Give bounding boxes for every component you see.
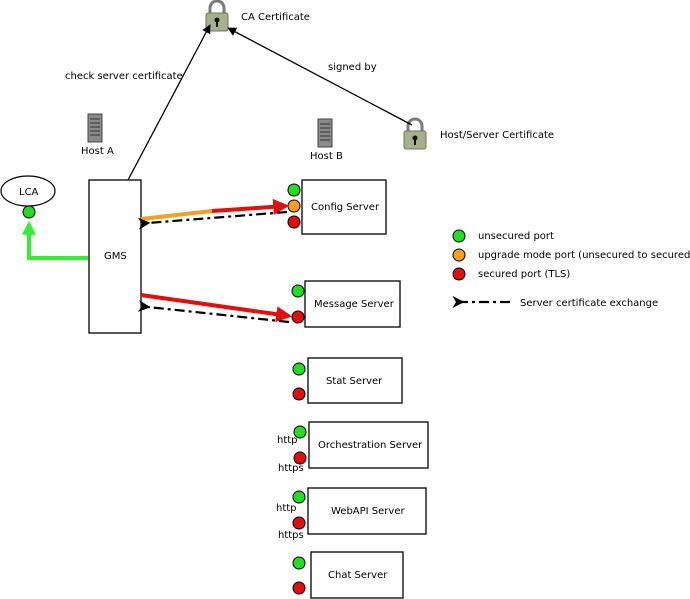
config-server-unsecured-port (287, 183, 301, 197)
message-server-secured-port (291, 310, 305, 324)
message-certificate-exchange-arrow (137, 300, 290, 324)
stat-server-unsecured-port (292, 362, 306, 376)
lca-label: LCA (19, 187, 39, 198)
host-server-certificate-lock-icon (403, 117, 427, 150)
webapi-server-http-label: http (276, 503, 297, 514)
host-b-server-icon (317, 118, 333, 148)
orchestration-server-box (308, 421, 429, 469)
signed-by-arrow (227, 27, 413, 126)
orchestration-server-label: Orchestration Server (318, 440, 423, 451)
stat-server-secured-port (292, 387, 306, 401)
legend-secured-label: secured port (TLS) (478, 269, 570, 280)
message-server-label: Message Server (314, 299, 395, 310)
check-server-certificate-label: check server certificate (65, 71, 183, 82)
legend-upgrade-label: upgrade mode port (unsecured to secured) (478, 250, 690, 261)
stat-server-label: Stat Server (326, 376, 383, 387)
gms-to-lca-arrow (22, 220, 88, 260)
webapi-server-label: WebAPI Server (331, 506, 405, 517)
config-server-upgrade-port (287, 199, 301, 213)
stat-server-box (307, 357, 403, 404)
orchestration-server-https-label: https (278, 463, 304, 474)
orchestration-server-http-port (293, 425, 307, 439)
gms-box (88, 179, 142, 334)
legend-upgrade-swatch (452, 248, 466, 262)
gms-label: GMS (104, 251, 127, 262)
gms-message-secured-arrow (140, 293, 293, 323)
config-certificate-exchange-arrow (137, 210, 288, 230)
signed-by-label: signed by (328, 62, 377, 73)
host-a-label: Host A (81, 146, 114, 157)
orchestration-server-http-label: http (277, 435, 298, 446)
chat-server-unsecured-port (292, 556, 306, 570)
check-certificate-arrow (127, 24, 211, 181)
lca-port (22, 205, 36, 219)
gms-config-secured-arrow (211, 198, 290, 215)
webapi-server-https-label: https (278, 530, 304, 541)
webapi-server-https-port (292, 516, 306, 530)
config-server-secured-port (287, 215, 301, 229)
legend: unsecured port upgrade mode port (unsecu… (452, 229, 690, 309)
host-a-server-icon (87, 113, 103, 143)
legend-secured-swatch (452, 267, 466, 281)
gms-config-upgrade-line (140, 209, 213, 221)
webapi-server-http-port (292, 490, 306, 504)
host-b-label: Host B (310, 151, 343, 162)
legend-exchange-label: Server certificate exchange (520, 298, 658, 309)
host-server-certificate-label: Host/Server Certificate (440, 130, 554, 141)
chat-server-box (310, 551, 404, 599)
config-server-box (301, 179, 387, 235)
ca-certificate-label: CA Certificate (241, 12, 310, 23)
webapi-server-box (307, 487, 427, 535)
legend-unsecured-label: unsecured port (478, 231, 554, 242)
config-server-label: Config Server (311, 202, 380, 213)
chat-server-secured-port (292, 581, 306, 595)
chat-server-label: Chat Server (328, 570, 388, 581)
message-server-unsecured-port (291, 284, 305, 298)
orchestration-server-https-port (293, 451, 307, 465)
legend-unsecured-swatch (452, 229, 466, 243)
message-server-box (304, 280, 401, 328)
ca-certificate-lock-icon (205, 0, 229, 32)
